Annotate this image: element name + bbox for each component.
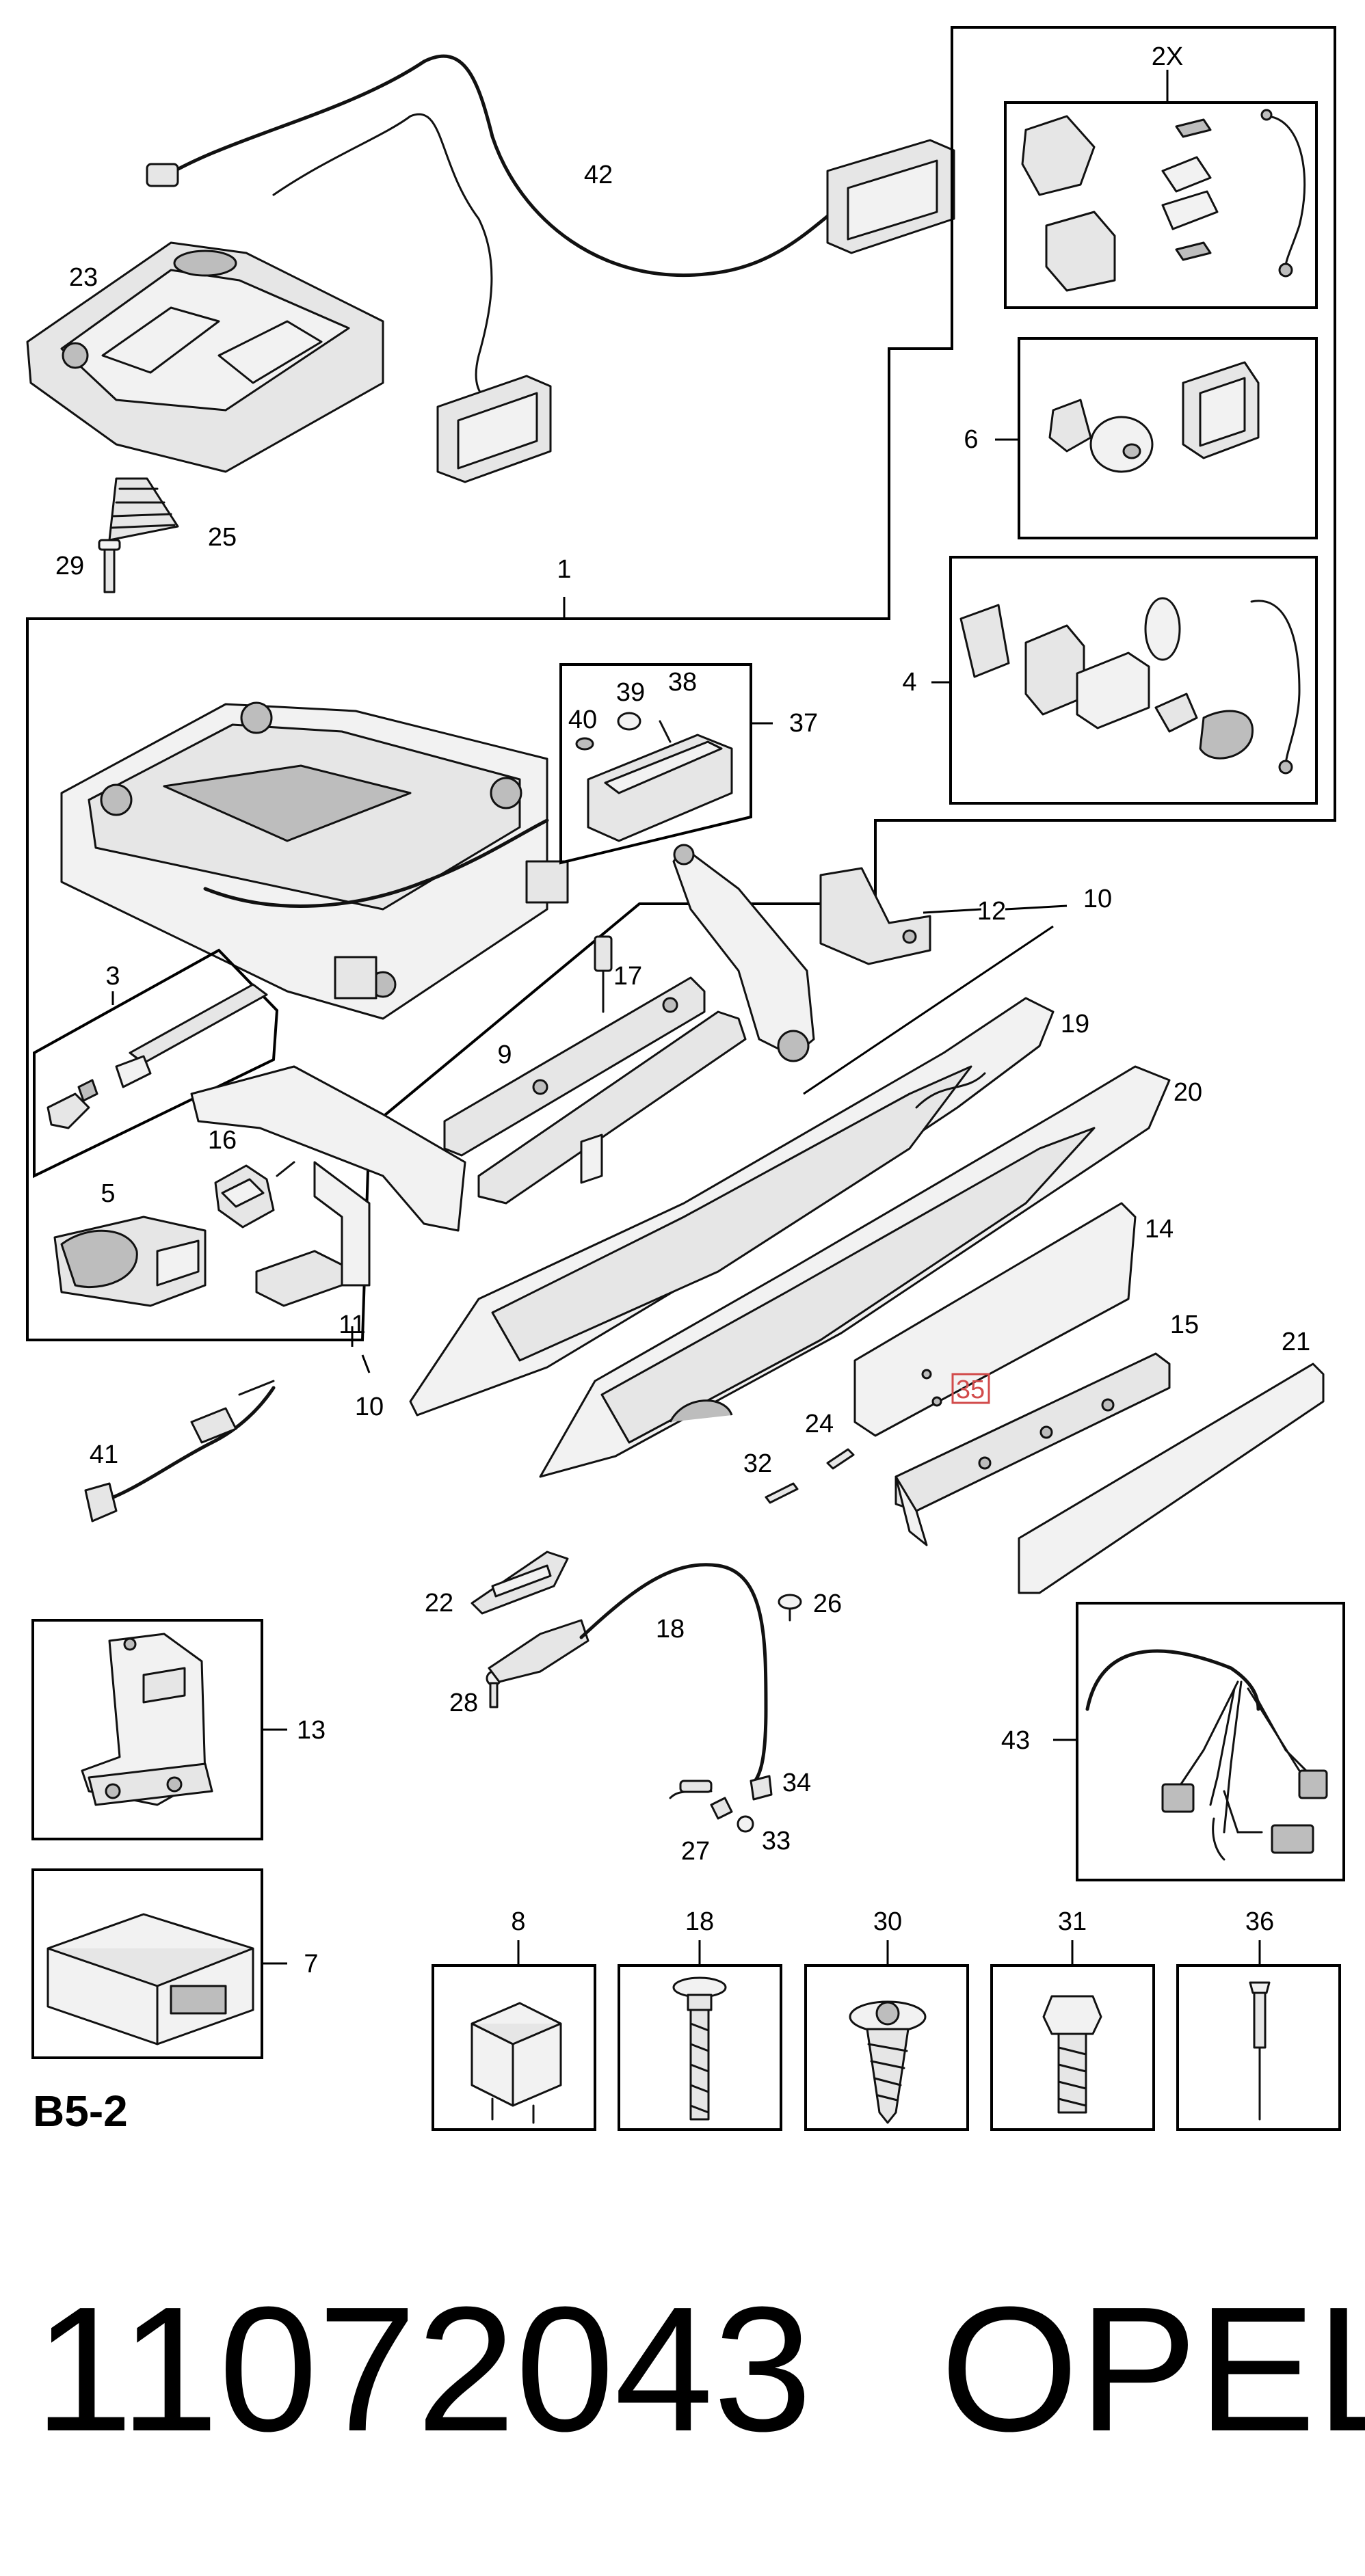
callout-33: 33 [762,1827,791,1855]
part-3-track [47,983,268,1129]
callout-43: 43 [1001,1726,1030,1755]
box-37 [559,663,752,865]
box-18 [618,1940,782,2131]
callout-18b: 18 [685,1907,714,1936]
part-6-caps [1048,361,1260,473]
part-12-bracket [819,867,931,965]
part-16-latch [214,1161,295,1229]
part-27-clip [710,1797,733,1820]
part-17-clip [594,935,613,1013]
box-8 [432,1940,596,2131]
callout-20: 20 [1174,1078,1202,1107]
callout-23: 23 [69,263,98,292]
part-23-seat-tray [26,241,384,473]
callout-4: 4 [902,668,916,697]
callout-28: 28 [449,1689,478,1717]
part-9-arm [443,976,706,1184]
box-4 [949,556,1318,805]
callout-41: 41 [90,1440,118,1469]
part-19-cover [409,997,1055,1417]
callout-11: 11 [339,1311,365,1339]
callout-5: 5 [101,1179,115,1208]
callout-30: 30 [873,1907,902,1936]
callout-25: 25 [208,523,237,552]
part-14-plate [853,1202,1137,1437]
part-29-screw [98,539,121,593]
callout-10a: 10 [1083,885,1112,913]
callout-1: 1 [557,555,571,584]
part-20-cover [539,1065,1171,1478]
box-31 [990,1940,1155,2131]
brand-name: OPEL [940,2270,1365,2469]
callout-21: 21 [1282,1328,1310,1356]
box-36 [1176,1940,1341,2131]
part-40-pin [575,737,594,751]
callout-13: 13 [297,1716,326,1745]
part-number: 11072043 [34,2270,812,2469]
part-10-support-bar [190,844,815,1232]
box-3 [33,948,279,1179]
part-39-plug [617,712,641,731]
callout-6: 6 [964,425,978,454]
part-33-screw [737,1815,754,1833]
callout-17: 17 [613,962,642,991]
part-5-motor [53,1216,207,1307]
callout-19: 19 [1061,1010,1089,1038]
part-15-bracket [894,1352,1171,1546]
callout-32: 32 [743,1449,772,1478]
callout-14: 14 [1145,1215,1174,1244]
box-6 [1018,337,1318,539]
callout-34: 34 [782,1769,811,1797]
box-30 [804,1940,969,2131]
callout-2x: 2X [1152,42,1183,71]
callout-29: 29 [55,552,84,580]
callout-39: 39 [616,678,645,707]
callout-26: 26 [813,1589,842,1618]
callout-15: 15 [1170,1311,1199,1339]
part-25-bellows [108,477,179,541]
part-42-harness [146,54,955,483]
part-4-handle-kit [959,597,1301,775]
callout-27: 27 [681,1837,710,1866]
part-43-harness [1085,1649,1328,1861]
callout-36: 36 [1245,1907,1274,1936]
callout-12: 12 [977,897,1006,926]
part-32-pin [765,1482,799,1504]
box-43 [1076,1602,1345,1881]
callout-22: 22 [425,1589,453,1618]
part-22-handle [471,1551,569,1615]
callout-24: 24 [805,1410,834,1438]
callout-38: 38 [668,668,697,697]
sheet-id: B5-2 [33,2087,128,2136]
callout-35[interactable]: 35 [956,1376,985,1404]
box-2x [1004,101,1318,309]
callout-10b: 10 [355,1393,384,1421]
part-11-bracket [255,1161,371,1307]
part-24-pin [826,1448,855,1470]
callout-37: 37 [789,709,818,738]
callout-16: 16 [208,1126,237,1155]
part-13-bracket [81,1633,213,1806]
callout-8: 8 [511,1907,525,1936]
part-26-clip [778,1594,802,1622]
callout-7: 7 [304,1950,318,1978]
callout-35-highlight [951,1373,990,1404]
part-38-module [587,720,733,842]
part-2x-connectors [1021,109,1306,292]
callout-3: 3 [105,962,120,991]
part-41-harness [84,1380,276,1522]
callout-31: 31 [1058,1907,1087,1936]
callout-42: 42 [584,161,613,189]
part-7-control-module [47,1913,254,2045]
part-1-seat-frame [60,701,569,1020]
callout-18a: 18 [656,1615,685,1643]
part-34-nut [750,1775,773,1801]
callout-40: 40 [568,706,597,734]
callout-9: 9 [497,1041,512,1069]
part-18-release-cable [488,1563,768,1799]
part-21-trim [1018,1363,1325,1594]
